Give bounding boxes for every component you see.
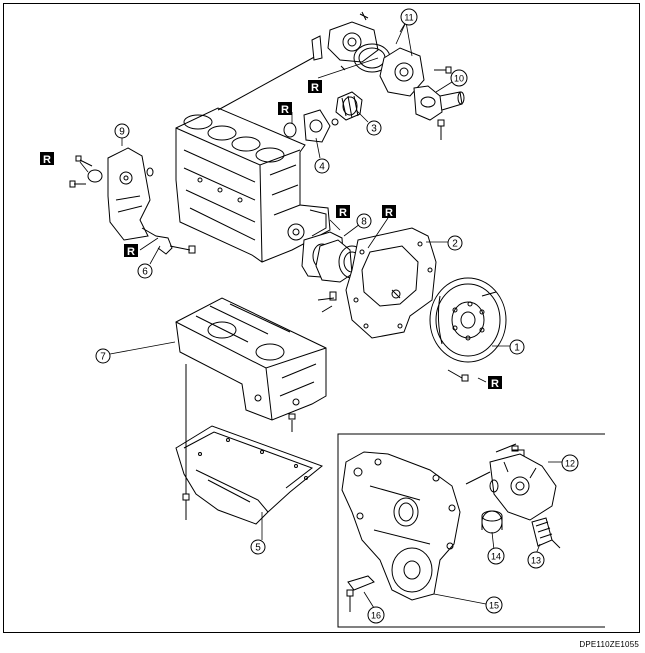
callout-14: 14 (487, 547, 505, 565)
svg-text:10: 10 (454, 74, 464, 84)
oil-pump-body-inset (489, 443, 557, 521)
end-plate (345, 227, 437, 339)
callout-10: 10 (450, 69, 468, 87)
callout-13: 13 (527, 551, 545, 569)
oil-strainer-inset (481, 510, 503, 534)
svg-text:11: 11 (404, 13, 413, 23)
svg-text:3: 3 (371, 124, 377, 135)
callout-16: 16 (367, 606, 385, 624)
svg-text:1: 1 (514, 343, 520, 354)
water-pump-assembly (311, 11, 465, 140)
svg-text:8: 8 (361, 217, 367, 228)
callout-5: 5 (250, 539, 266, 555)
svg-text:R: R (127, 246, 135, 258)
svg-text:6: 6 (142, 267, 148, 278)
svg-text:R: R (491, 378, 499, 390)
svg-text:4: 4 (319, 162, 325, 173)
svg-text:5: 5 (255, 543, 261, 554)
replace-mark: R (382, 205, 396, 219)
callout-2: 2 (447, 235, 463, 251)
replace-mark: R (124, 244, 138, 258)
oil-jet-inset (346, 575, 375, 612)
timing-cover (341, 451, 491, 601)
svg-text:12: 12 (565, 459, 575, 469)
svg-text:13: 13 (531, 556, 541, 566)
oil-pump-cover (69, 147, 196, 255)
replace-marks: R R R R R R R (40, 80, 502, 390)
callout-4: 4 (314, 158, 330, 174)
callout-8: 8 (356, 213, 372, 229)
svg-text:7: 7 (100, 352, 106, 363)
leader-lines (79, 21, 562, 609)
diagram-frame (3, 3, 640, 633)
inset-box (337, 433, 605, 628)
callout-6: 6 (137, 263, 153, 279)
cylinder-block (175, 107, 331, 263)
callout-11: 11 (400, 8, 418, 26)
oil-filter-parts (283, 91, 363, 143)
callout-3: 3 (366, 120, 382, 136)
callout-1: 1 (509, 339, 525, 355)
replace-mark: R (308, 80, 322, 94)
figure-code: DPE110ZE1055 (579, 640, 639, 649)
replace-mark: R (336, 205, 350, 219)
callout-15: 15 (485, 596, 503, 614)
relief-valve-inset (531, 517, 561, 549)
rear-oil-seal-parts (301, 231, 366, 313)
svg-text:2: 2 (452, 239, 458, 250)
svg-text:R: R (43, 154, 51, 166)
leader-block-top (217, 54, 319, 111)
svg-text:R: R (311, 82, 319, 94)
svg-text:R: R (339, 207, 347, 219)
callout-7: 7 (95, 348, 111, 364)
svg-text:14: 14 (491, 552, 501, 562)
callout-12: 12 (561, 454, 579, 472)
svg-text:16: 16 (371, 611, 381, 621)
svg-text:9: 9 (119, 127, 125, 138)
flywheel (429, 277, 507, 382)
replace-mark: R (488, 376, 502, 390)
callout-9: 9 (114, 123, 130, 139)
replace-mark: R (40, 152, 54, 166)
oil-pan-upper (175, 297, 327, 432)
svg-text:R: R (385, 207, 393, 219)
svg-text:R: R (281, 104, 289, 116)
svg-text:15: 15 (489, 601, 499, 611)
replace-mark: R (278, 102, 292, 116)
callouts: 1 2 3 4 5 6 7 8 9 10 11 12 13 14 15 16 (95, 8, 579, 624)
